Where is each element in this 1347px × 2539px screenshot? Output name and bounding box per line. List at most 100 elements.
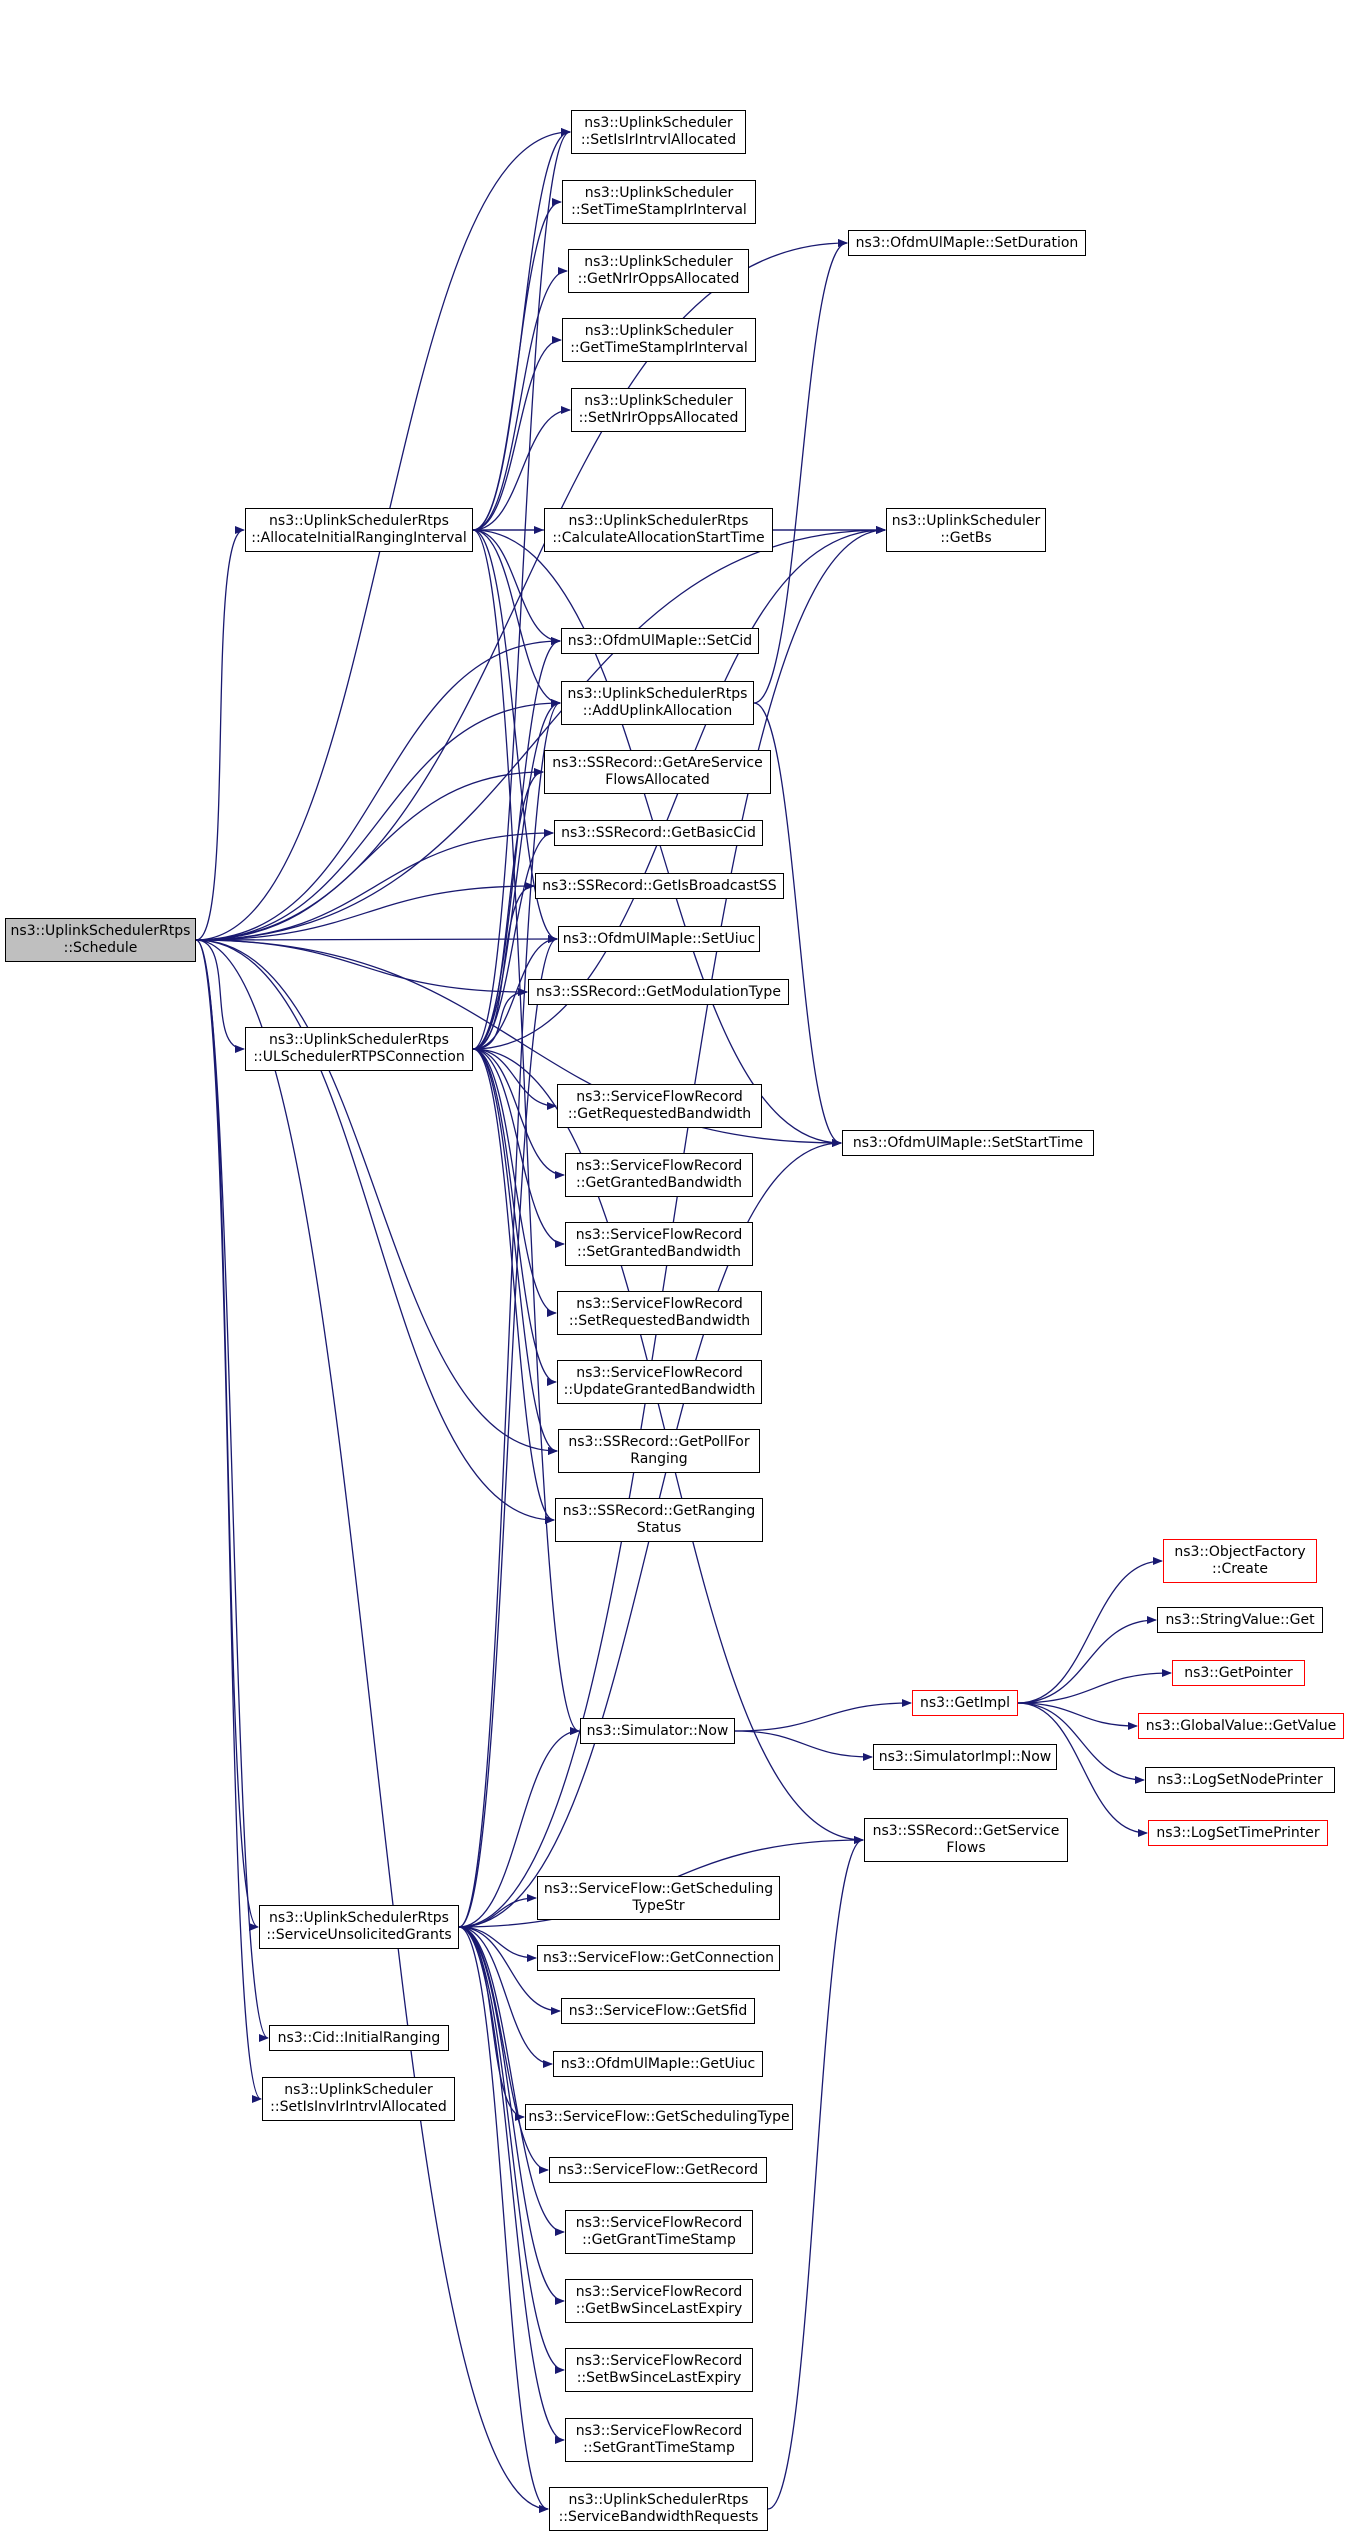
node-label: ::SetGrantedBandwidth bbox=[576, 1244, 741, 1260]
node-gettsir[interactable]: ns3::UplinkScheduler::GetTimeStampIrInte… bbox=[562, 318, 756, 362]
node-getbwsince[interactable]: ns3::ServiceFlowRecord::GetBwSinceLastEx… bbox=[565, 2279, 753, 2323]
node-label: ns3::ServiceFlowRecord bbox=[575, 1158, 743, 1174]
node-label: ::UpdateGrantedBandwidth bbox=[563, 1382, 756, 1398]
node-label: ns3::StringValue::Get bbox=[1165, 1611, 1315, 1628]
node-calcstart[interactable]: ns3::UplinkSchedulerRtps::CalculateAlloc… bbox=[544, 508, 773, 552]
node-getisbc[interactable]: ns3::SSRecord::GetIsBroadcastSS bbox=[535, 873, 784, 899]
node-label: ns3::ServiceFlow::GetSfid bbox=[568, 2002, 748, 2019]
node-getgrantts[interactable]: ns3::ServiceFlowRecord::GetGrantTimeStam… bbox=[565, 2210, 753, 2254]
node-settsir[interactable]: ns3::UplinkScheduler::SetTimeStampIrInte… bbox=[562, 180, 756, 224]
node-label: ::ServiceBandwidthRequests bbox=[558, 2509, 759, 2525]
node-getptr[interactable]: ns3::GetPointer bbox=[1172, 1660, 1305, 1686]
edge-ulrtps-to-getrangst bbox=[472, 1048, 555, 1524]
node-label: TypeStr bbox=[632, 1898, 685, 1914]
node-getschtype[interactable]: ns3::ServiceFlow::GetSchedulingType bbox=[525, 2104, 793, 2130]
node-label: ::SetBwSinceLastExpiry bbox=[576, 2370, 742, 2386]
node-label: ns3::ServiceFlow::GetRecord bbox=[557, 2161, 759, 2178]
node-label: FlowsAllocated bbox=[605, 772, 710, 788]
node-setisir[interactable]: ns3::UplinkScheduler::SetIsIrIntrvlAlloc… bbox=[571, 110, 746, 154]
node-bwreq[interactable]: ns3::UplinkSchedulerRtps::ServiceBandwid… bbox=[549, 2487, 768, 2531]
node-label: ns3::ServiceFlow::GetScheduling bbox=[543, 1881, 774, 1897]
node-label: ns3::LogSetTimePrinter bbox=[1156, 1824, 1320, 1841]
node-getsfid[interactable]: ns3::ServiceFlow::GetSfid bbox=[561, 1998, 755, 2024]
edge-getimpl-to-getptr bbox=[1017, 1669, 1172, 1704]
node-label: ns3::UplinkScheduler bbox=[891, 513, 1041, 529]
node-setcid[interactable]: ns3::OfdmUlMapIe::SetCid bbox=[561, 628, 759, 654]
node-objfact[interactable]: ns3::ObjectFactory::Create bbox=[1163, 1539, 1317, 1583]
edge-schedule-to-adduplink bbox=[195, 699, 561, 941]
edge-allocinit-to-setuiuc bbox=[472, 529, 558, 943]
node-getimpl[interactable]: ns3::GetImpl bbox=[912, 1690, 1018, 1716]
node-getgrbw[interactable]: ns3::ServiceFlowRecord::GetGrantedBandwi… bbox=[565, 1153, 753, 1197]
node-label: ::AllocateInitialRangingInterval bbox=[251, 530, 467, 546]
node-setbwsince[interactable]: ns3::ServiceFlowRecord::SetBwSinceLastEx… bbox=[565, 2348, 753, 2392]
node-label: ns3::SSRecord::GetAreService bbox=[552, 755, 763, 771]
node-initrang[interactable]: ns3::Cid::InitialRanging bbox=[269, 2025, 449, 2051]
node-label: ns3::GlobalValue::GetValue bbox=[1145, 1717, 1337, 1734]
node-label: ns3::SSRecord::GetBasicCid bbox=[561, 824, 756, 841]
edge-getimpl-to-strval bbox=[1017, 1616, 1157, 1704]
node-getconn[interactable]: ns3::ServiceFlow::GetConnection bbox=[537, 1945, 780, 1971]
node-label: ns3::GetImpl bbox=[919, 1694, 1010, 1711]
node-setstart[interactable]: ns3::OfdmUlMapIe::SetStartTime bbox=[842, 1130, 1094, 1156]
node-label: ::SetGrantTimeStamp bbox=[583, 2440, 735, 2456]
node-label: ns3::SimulatorImpl::Now bbox=[878, 1748, 1052, 1765]
node-label: ns3::ServiceFlowRecord bbox=[575, 2215, 743, 2231]
edge-adduplink-to-setdur bbox=[753, 239, 848, 704]
node-strval[interactable]: ns3::StringValue::Get bbox=[1157, 1607, 1323, 1633]
node-getnrir[interactable]: ns3::UplinkScheduler::GetNrIrOppsAllocat… bbox=[568, 249, 749, 293]
node-setuiuc[interactable]: ns3::OfdmUlMapIe::SetUiuc bbox=[558, 926, 760, 952]
node-lognode[interactable]: ns3::LogSetNodePrinter bbox=[1145, 1767, 1335, 1793]
node-label: ns3::SSRecord::GetModulationType bbox=[536, 983, 781, 1000]
node-label: ns3::UplinkSchedulerRtps bbox=[269, 1910, 449, 1926]
node-allocinit[interactable]: ns3::UplinkSchedulerRtps::AllocateInitia… bbox=[245, 508, 473, 552]
node-adduplink[interactable]: ns3::UplinkSchedulerRtps::AddUplinkAlloc… bbox=[561, 681, 754, 725]
node-label: ns3::UplinkSchedulerRtps bbox=[10, 923, 191, 939]
node-setnrir[interactable]: ns3::UplinkScheduler::SetNrIrOppsAllocat… bbox=[571, 388, 746, 432]
edge-schedule-to-setuiuc bbox=[195, 935, 558, 944]
edge-schedule-to-setstart bbox=[195, 939, 842, 1147]
node-logtime[interactable]: ns3::LogSetTimePrinter bbox=[1148, 1820, 1328, 1846]
node-label: ns3::UplinkSchedulerRtps bbox=[269, 513, 449, 529]
node-setdur[interactable]: ns3::OfdmUlMapIe::SetDuration bbox=[848, 230, 1086, 256]
node-schedule[interactable]: ns3::UplinkSchedulerRtps::Schedule bbox=[5, 918, 196, 962]
edge-unsol-to-adduplink bbox=[458, 699, 561, 1928]
node-setgrantts[interactable]: ns3::ServiceFlowRecord::SetGrantTimeStam… bbox=[565, 2418, 753, 2462]
node-setisinv[interactable]: ns3::UplinkScheduler::SetIsInvIrIntrvlAl… bbox=[262, 2077, 455, 2121]
edge-unsol-to-setbwsince bbox=[458, 1926, 565, 2374]
node-label: ns3::GetPointer bbox=[1184, 1664, 1293, 1681]
node-simnow[interactable]: ns3::Simulator::Now bbox=[580, 1718, 735, 1744]
edge-ulrtps-to-getbasic bbox=[472, 829, 554, 1050]
edge-getimpl-to-lognode bbox=[1017, 1702, 1145, 1784]
node-updgrbw[interactable]: ns3::ServiceFlowRecord::UpdateGrantedBan… bbox=[557, 1360, 762, 1404]
node-setreqbw[interactable]: ns3::ServiceFlowRecord::SetRequestedBand… bbox=[557, 1291, 762, 1335]
node-label: ::AddUplinkAllocation bbox=[582, 703, 733, 719]
edge-schedule-to-ulrtps bbox=[195, 939, 245, 1053]
edge-ulrtps-to-getmod bbox=[472, 988, 528, 1050]
node-label: ns3::UplinkScheduler bbox=[584, 115, 733, 131]
node-ulrtps[interactable]: ns3::UplinkSchedulerRtps::ULSchedulerRTP… bbox=[245, 1027, 473, 1071]
node-getbasic[interactable]: ns3::SSRecord::GetBasicCid bbox=[554, 820, 763, 846]
node-unsol[interactable]: ns3::UplinkSchedulerRtps::ServiceUnsolic… bbox=[259, 1905, 459, 1949]
node-gvget[interactable]: ns3::GlobalValue::GetValue bbox=[1138, 1713, 1344, 1739]
node-setgrbw[interactable]: ns3::ServiceFlowRecord::SetGrantedBandwi… bbox=[565, 1222, 753, 1266]
node-getmod[interactable]: ns3::SSRecord::GetModulationType bbox=[528, 979, 789, 1005]
node-getrecord[interactable]: ns3::ServiceFlow::GetRecord bbox=[549, 2157, 767, 2183]
node-getreqbw[interactable]: ns3::ServiceFlowRecord::GetRequestedBand… bbox=[557, 1084, 762, 1128]
edge-simnow-to-getimpl bbox=[734, 1699, 912, 1732]
node-label: ns3::Cid::InitialRanging bbox=[277, 2029, 441, 2046]
node-label: ns3::SSRecord::GetService bbox=[872, 1823, 1060, 1839]
edge-schedule-to-bwreq bbox=[195, 939, 549, 2513]
node-getuiuc[interactable]: ns3::OfdmUlMapIe::GetUiuc bbox=[553, 2051, 763, 2077]
edge-allocinit-to-setcid bbox=[472, 529, 561, 645]
node-getbs[interactable]: ns3::UplinkScheduler::GetBs bbox=[886, 508, 1046, 552]
edge-unsol-to-getbwsince bbox=[458, 1926, 565, 2305]
node-simimplnow[interactable]: ns3::SimulatorImpl::Now bbox=[873, 1744, 1057, 1770]
node-label: ns3::ServiceFlow::GetConnection bbox=[542, 1949, 775, 1966]
node-label: ::Schedule bbox=[63, 940, 138, 956]
